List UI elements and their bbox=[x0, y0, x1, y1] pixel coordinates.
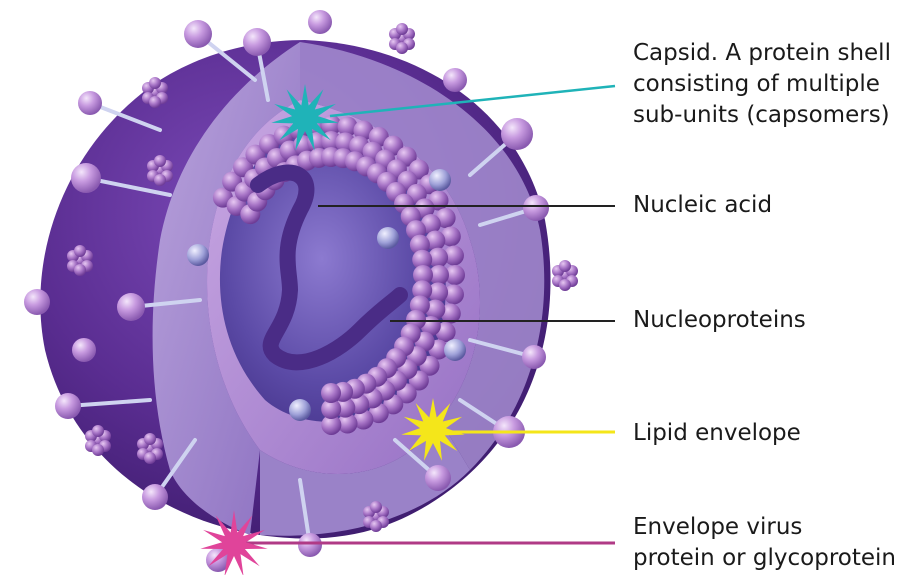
capsid-label: Capsid. A protein shell consisting of mu… bbox=[633, 38, 891, 131]
surface-glycoprotein bbox=[308, 10, 332, 34]
surface-glycoprotein bbox=[501, 118, 533, 150]
capsid-label-line-1: Capsid. A protein shell bbox=[633, 38, 891, 69]
nucleic-acid-label: Nucleic acid bbox=[633, 190, 772, 221]
surface-glycoprotein bbox=[243, 28, 271, 56]
capsid-label-line-2: consisting of multiple bbox=[633, 69, 891, 100]
surface-glycoprotein bbox=[142, 484, 168, 510]
surface-glycoprotein bbox=[522, 345, 546, 369]
nucleoprotein-node bbox=[429, 169, 451, 191]
surface-glycoprotein bbox=[523, 195, 549, 221]
envelope-protein-label-line-2: protein or glycoprotein bbox=[633, 543, 896, 574]
surface-glycoprotein bbox=[72, 338, 96, 362]
surface-glycoprotein bbox=[55, 393, 81, 419]
envelope-protein-label-line-1: Envelope virus bbox=[633, 512, 896, 543]
nucleoprotein-node bbox=[187, 244, 209, 266]
nucleoprotein-node bbox=[377, 227, 399, 249]
nucleoproteins-label: Nucleoproteins bbox=[633, 305, 806, 336]
surface-glycoprotein bbox=[298, 533, 322, 557]
nucleoprotein-node bbox=[444, 339, 466, 361]
capsid-label-line-3: sub-units (capsomers) bbox=[633, 100, 891, 131]
envelope-protein-label: Envelope virus protein or glycoprotein bbox=[633, 512, 896, 574]
surface-glycoprotein bbox=[78, 91, 102, 115]
protein-cluster bbox=[552, 260, 578, 291]
surface-glycoprotein bbox=[425, 465, 451, 491]
surface-glycoprotein bbox=[184, 20, 212, 48]
surface-glycoprotein bbox=[443, 68, 467, 92]
surface-glycoprotein bbox=[24, 289, 50, 315]
surface-glycoprotein bbox=[71, 163, 101, 193]
protein-cluster bbox=[389, 23, 415, 54]
surface-glycoprotein bbox=[117, 293, 145, 321]
nucleoprotein-node bbox=[289, 399, 311, 421]
lipid-envelope-label: Lipid envelope bbox=[633, 418, 801, 449]
capsomer-bead bbox=[321, 383, 341, 403]
